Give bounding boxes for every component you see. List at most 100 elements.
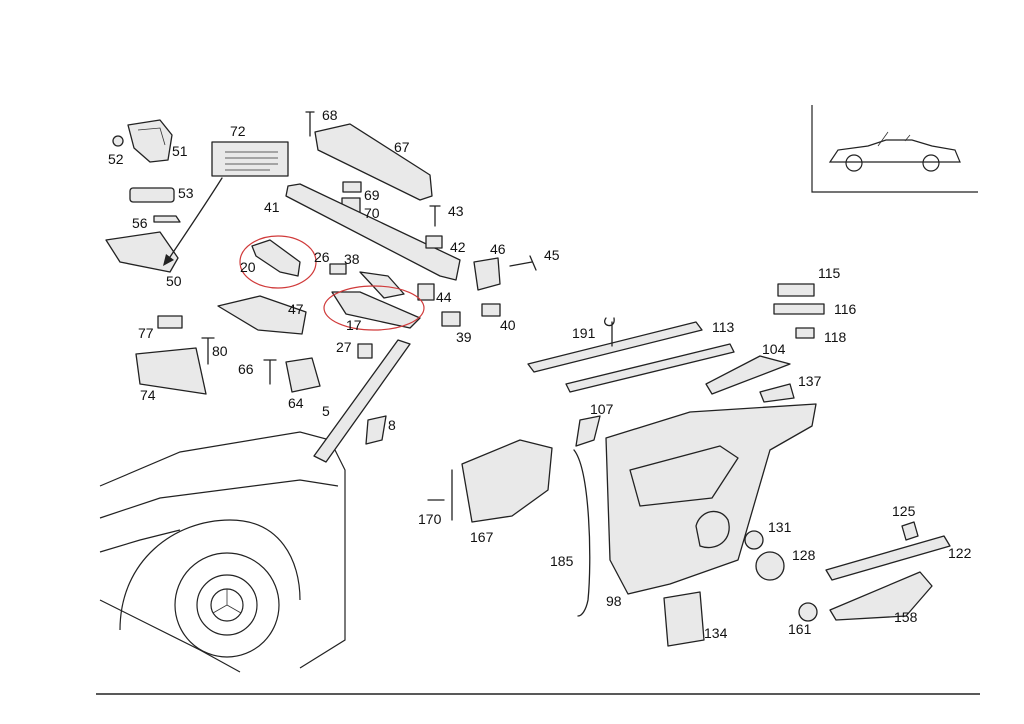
part-118-clip <box>795 327 815 339</box>
car-thumbnail-inset <box>811 105 978 193</box>
part-191-clip <box>604 317 615 347</box>
label-38: 38 <box>344 251 360 267</box>
label-41: 41 <box>264 199 280 215</box>
part-69-clip <box>342 181 362 193</box>
label-42: 42 <box>450 239 466 255</box>
part-116-rail <box>773 303 825 315</box>
label-69: 69 <box>364 187 380 203</box>
part-46-bracket <box>473 257 501 291</box>
part-39-clip <box>441 311 461 327</box>
part-185-seal <box>573 449 591 617</box>
label-50: 50 <box>166 273 182 289</box>
label-98: 98 <box>606 593 622 609</box>
label-43: 43 <box>448 203 464 219</box>
label-70: 70 <box>364 205 380 221</box>
part-80-screw <box>201 337 215 365</box>
label-45: 45 <box>544 247 560 263</box>
label-44: 44 <box>436 289 452 305</box>
part-113-strip <box>527 321 703 373</box>
part-52-bolt <box>112 135 124 147</box>
label-113: 113 <box>712 319 735 335</box>
label-104: 104 <box>762 341 786 357</box>
highlight-20 <box>239 235 317 289</box>
label-68: 68 <box>322 107 338 123</box>
part-98-panel-window <box>629 445 739 507</box>
label-170: 170 <box>418 511 442 527</box>
label-20: 20 <box>240 259 256 275</box>
part-167-trim <box>461 439 553 523</box>
part-161-plug <box>798 602 818 622</box>
part-44-clip <box>417 283 435 301</box>
part-38-bracket <box>359 271 405 299</box>
part-67-trim <box>314 123 433 201</box>
part-104-trim <box>705 355 791 395</box>
part-20-bracket <box>251 239 301 277</box>
part-107-clip <box>575 415 601 447</box>
label-134: 134 <box>704 625 728 641</box>
part-45-screw <box>509 255 537 271</box>
part-131-grommet <box>744 530 764 550</box>
part-72-label <box>163 141 289 266</box>
part-170-seal <box>427 469 453 521</box>
label-80: 80 <box>212 343 228 359</box>
label-26: 26 <box>314 249 330 265</box>
part-50-sun-visor <box>105 231 179 273</box>
label-53: 53 <box>178 185 194 201</box>
label-46: 46 <box>490 241 506 257</box>
label-74: 74 <box>140 387 156 403</box>
label-131: 131 <box>768 519 792 535</box>
part-53-pad <box>129 187 175 203</box>
label-27: 27 <box>336 339 352 355</box>
label-191: 191 <box>572 325 596 341</box>
part-98-panel-speaker-well <box>695 510 730 549</box>
part-42-clip <box>425 235 443 249</box>
label-64: 64 <box>288 395 304 411</box>
part-43-screw <box>429 205 441 227</box>
part-64-cover <box>285 357 321 393</box>
label-77: 77 <box>138 325 154 341</box>
part-56-clip <box>153 215 181 223</box>
label-185: 185 <box>550 553 574 569</box>
label-72: 72 <box>230 123 246 139</box>
label-5: 5 <box>322 403 330 419</box>
part-134-bracket <box>663 591 705 647</box>
label-118: 118 <box>824 329 847 345</box>
part-115-clip <box>777 283 815 297</box>
label-39: 39 <box>456 329 472 345</box>
highlight-17 <box>323 285 425 331</box>
label-137: 137 <box>798 373 822 389</box>
label-167: 167 <box>470 529 494 545</box>
part-5-pillar-trim <box>313 339 411 463</box>
label-40: 40 <box>500 317 516 333</box>
part-125-nut <box>901 521 919 541</box>
part-66-screw <box>263 359 277 385</box>
label-161: 161 <box>788 621 812 637</box>
part-74-cover <box>135 347 207 395</box>
car-front-silhouette <box>99 431 346 673</box>
part-51-mirror-mount <box>127 119 173 163</box>
label-8: 8 <box>388 417 396 433</box>
label-115: 115 <box>818 265 841 281</box>
part-77-clip <box>157 315 183 329</box>
part-17-trim <box>331 291 421 329</box>
label-158: 158 <box>894 609 918 625</box>
part-158-panel <box>829 571 933 621</box>
part-41-rail <box>285 183 461 281</box>
part-68-screw <box>305 111 315 137</box>
part-122-strip <box>825 535 951 581</box>
label-56: 56 <box>132 215 148 231</box>
part-27-clip <box>357 343 373 359</box>
label-125: 125 <box>892 503 916 519</box>
label-67: 67 <box>394 139 410 155</box>
label-122: 122 <box>948 545 972 561</box>
label-52: 52 <box>108 151 124 167</box>
part-98-side-panel <box>605 403 817 595</box>
label-107: 107 <box>590 401 614 417</box>
part-128-cover <box>755 551 785 581</box>
label-128: 128 <box>792 547 816 563</box>
label-17: 17 <box>346 317 362 333</box>
part-26-clip <box>329 263 347 275</box>
label-51: 51 <box>172 143 188 159</box>
label-66: 66 <box>238 361 254 377</box>
